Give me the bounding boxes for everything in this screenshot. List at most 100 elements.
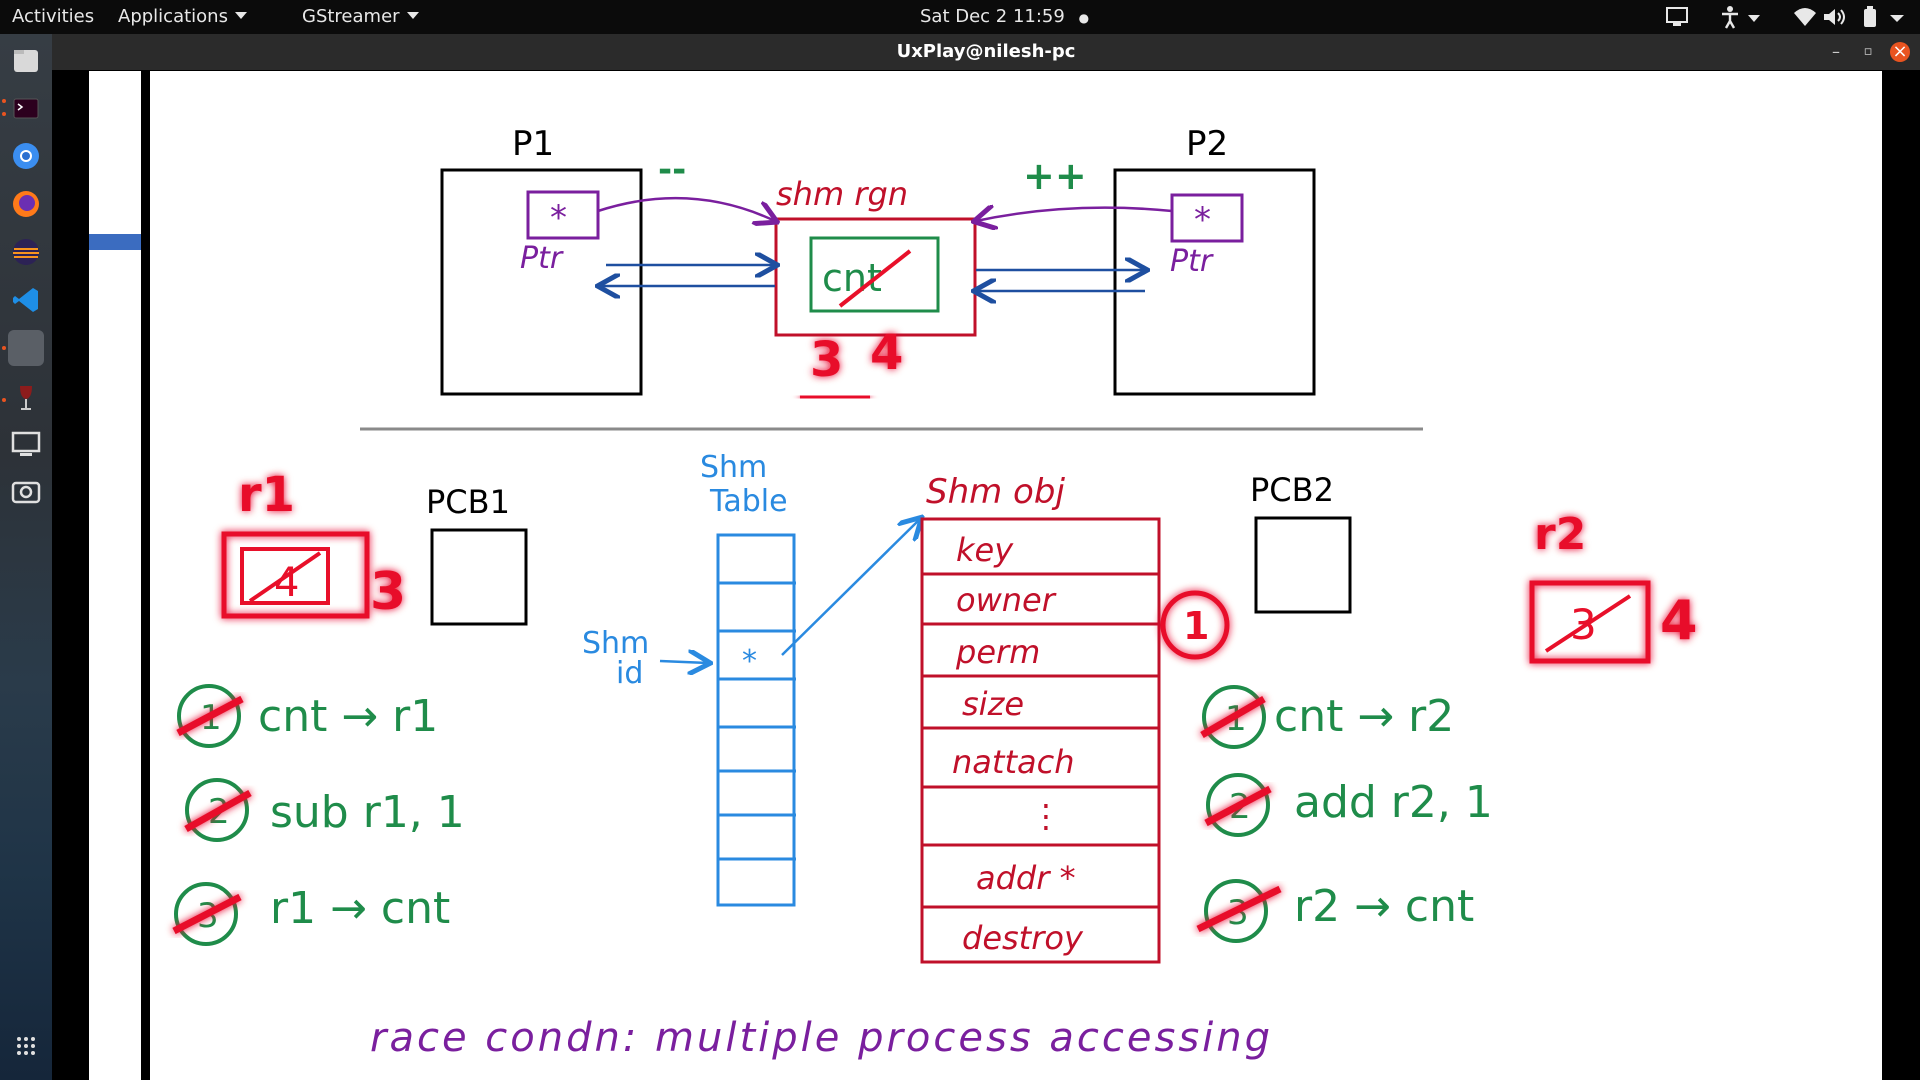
shm-obj-box <box>920 517 1161 964</box>
step-strikeout <box>1204 785 1272 827</box>
p2-ptr-box <box>1170 193 1244 243</box>
eclipse-icon[interactable] <box>8 234 44 270</box>
p1-ptr-box <box>526 190 600 240</box>
p2-step-3: r2 → cnt <box>1294 881 1474 932</box>
activities-button[interactable]: Activities <box>12 6 95 27</box>
r1-outer-box <box>221 531 370 619</box>
pcb2-box <box>1254 516 1352 614</box>
clock-label: Sat Dec 2 11:59 <box>920 6 1065 27</box>
shm-field-size: size <box>962 685 1024 723</box>
r2-box <box>1529 580 1651 664</box>
shm-field-nattach: nattach <box>952 743 1074 781</box>
p2-ptr-label: Ptr <box>1170 244 1214 279</box>
accessibility-icon[interactable] <box>1718 5 1762 29</box>
footer-note: race condn: multiple process accessing <box>370 1015 1273 1061</box>
clock[interactable]: Sat Dec 2 11:59 ● <box>920 0 1089 34</box>
firefox-icon[interactable] <box>8 186 44 222</box>
files-icon[interactable] <box>8 42 44 78</box>
p1-step-3: r1 → cnt <box>270 883 450 934</box>
step-circle <box>185 778 249 842</box>
window-titlebar[interactable]: UxPlay@nilesh-pc – ▫ × <box>52 34 1920 70</box>
shm-id-arrow <box>659 661 708 663</box>
decrement-label: -- <box>658 150 686 190</box>
step-circle <box>1206 773 1270 837</box>
running-indicator <box>2 99 6 103</box>
wifi-icon[interactable] <box>1792 5 1818 29</box>
p2-step-1: cnt → r2 <box>1274 691 1454 742</box>
shm-field-addr: addr * <box>976 859 1076 897</box>
top-bar: Activities Applications GStreamer Sat De… <box>0 0 1920 34</box>
whiteboard-drawing: P1 * Ptr P2 * Ptr -- ++ shm rgn cnt 3 4 … <box>172 124 1698 1061</box>
app-menu-label: GStreamer <box>302 6 400 27</box>
r2-value-new: 4 <box>1660 589 1698 652</box>
p2-ptr-star: * <box>1194 200 1211 240</box>
chevron-down-icon <box>234 12 247 19</box>
battery-icon[interactable] <box>1860 5 1880 29</box>
p2-ptr-arrow <box>976 208 1173 221</box>
shm-field-destroy: destroy <box>962 919 1084 957</box>
close-button[interactable]: × <box>1890 42 1910 62</box>
cnt-value-old: 3 <box>810 332 843 388</box>
shm-table-label-2: Table <box>709 484 788 519</box>
app-menu[interactable]: GStreamer <box>302 0 419 34</box>
app-grid-icon[interactable] <box>8 1028 44 1064</box>
screen-icon[interactable] <box>1664 5 1690 29</box>
step-strikeout <box>172 893 242 935</box>
step-circle <box>1202 685 1266 749</box>
minimize-button[interactable]: – <box>1832 42 1840 61</box>
shm-field-perm: perm <box>955 633 1040 671</box>
step-circle <box>177 684 241 748</box>
cnt-label: cnt <box>822 256 882 300</box>
step-circle <box>174 882 238 946</box>
pcb2-label: PCB2 <box>1250 471 1334 509</box>
increment-label: ++ <box>1023 154 1087 198</box>
blank-app-icon[interactable] <box>8 330 44 366</box>
maximize-button[interactable]: ▫ <box>1863 44 1873 59</box>
p1-label: P1 <box>512 124 554 164</box>
p2-box <box>1113 168 1316 396</box>
dock <box>0 34 52 1080</box>
window-title: UxPlay@nilesh-pc <box>896 41 1076 62</box>
display-icon[interactable] <box>8 426 44 462</box>
left-panel-strip <box>89 71 141 1080</box>
step-strikeout <box>1196 885 1282 933</box>
shm-region-label: shm rgn <box>776 175 908 213</box>
cnt-underline <box>799 393 871 401</box>
whiteboard-canvas[interactable]: P1 * Ptr P2 * Ptr -- ++ shm rgn cnt 3 4 … <box>150 71 1882 1080</box>
shm-table <box>716 533 796 907</box>
vscode-icon[interactable] <box>8 282 44 318</box>
step-strikeout <box>184 789 252 833</box>
shm-id-label-1: Shm <box>582 626 649 661</box>
shm-obj-rows <box>922 572 1159 909</box>
camera-icon[interactable] <box>8 474 44 510</box>
cnt-value-new: 4 <box>870 325 903 381</box>
chromium-icon[interactable] <box>8 138 44 174</box>
shm-table-label-1: Shm <box>700 450 767 485</box>
applications-menu[interactable]: Applications <box>118 0 247 34</box>
r1-inner-box <box>240 547 330 605</box>
shm-field-key: key <box>956 531 1014 569</box>
r1-label: r1 <box>238 467 295 523</box>
running-indicator <box>2 398 6 402</box>
wine-icon[interactable] <box>8 380 44 416</box>
r1-strikeout <box>248 551 322 603</box>
cnt-strikeout <box>838 249 912 308</box>
left-panel-tab[interactable] <box>89 234 141 250</box>
terminal-icon[interactable] <box>8 90 44 126</box>
r2-label: r2 <box>1534 509 1586 560</box>
applications-label: Applications <box>118 6 228 27</box>
p2-label: P2 <box>1186 124 1228 164</box>
p1-ptr-arrow <box>597 196 775 221</box>
shm-entry-arrow <box>781 519 920 656</box>
p1-step-2: sub r1, 1 <box>270 787 465 838</box>
step-strikeout <box>176 695 244 737</box>
system-menu-chevron-icon[interactable] <box>1886 5 1908 29</box>
p2-step-2: add r2, 1 <box>1294 777 1493 828</box>
pcb1-label: PCB1 <box>426 483 510 521</box>
volume-icon[interactable] <box>1822 5 1848 29</box>
p1-ptr-label: Ptr <box>520 241 564 276</box>
shm-field-ellipsis: ⋮ <box>1030 797 1062 835</box>
cnt-box <box>809 236 940 313</box>
pcb1-box <box>430 528 528 626</box>
circle-one-marker <box>1160 590 1230 660</box>
